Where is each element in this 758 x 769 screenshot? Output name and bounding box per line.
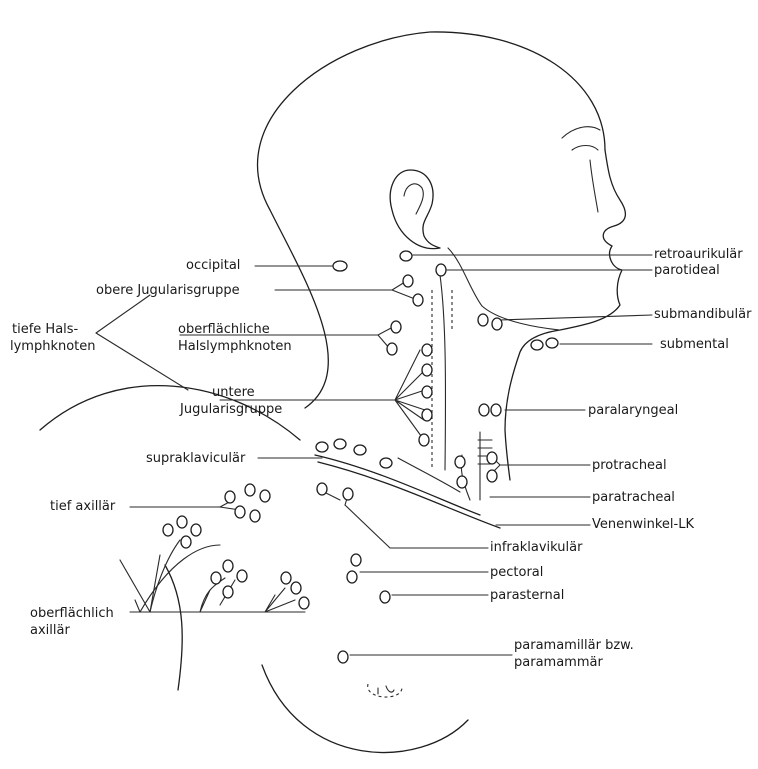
branch-lines	[120, 282, 500, 612]
node-ax-1	[163, 524, 173, 536]
node-submandibular-1	[478, 314, 488, 326]
node-occipital	[333, 261, 347, 271]
node-submental-2	[546, 338, 558, 348]
node-supra-4	[380, 458, 392, 468]
node-pectoral-2	[347, 571, 357, 583]
label-tiefe-hals-2: lymphknoten	[10, 339, 96, 354]
label-parotideal: parotideal	[654, 263, 720, 278]
face-profile	[505, 150, 625, 480]
node-ax-6	[223, 560, 233, 572]
node-untere-5	[419, 434, 429, 446]
node-ax-4	[181, 536, 191, 548]
node-tief-axillar-4	[235, 506, 245, 518]
node-untere-3	[422, 386, 432, 398]
node-parotideal	[436, 264, 446, 276]
label-oberflaechliche-2: Halslymphknoten	[178, 339, 292, 354]
label-paralaryngeal: paralaryngeal	[588, 403, 678, 418]
label-tiefe-hals-1: tiefe Hals-	[12, 322, 78, 337]
label-oberflaechlich-axillaer-1: oberflächlich	[30, 606, 114, 621]
node-protracheal-2	[487, 470, 497, 482]
eye-brow	[562, 127, 600, 138]
node-ax-10	[291, 582, 301, 594]
label-pectoral: pectoral	[490, 565, 543, 580]
arm-contour	[165, 565, 182, 690]
node-ax-3	[191, 524, 201, 536]
label-submental: submental	[660, 337, 729, 352]
node-untere-4	[422, 409, 432, 421]
label-submandibulaer: submandibulär	[654, 307, 751, 322]
label-retroaurikulaer: retroaurikulär	[654, 247, 743, 262]
node-ax-8	[223, 586, 233, 598]
label-untere-1: untere	[212, 385, 255, 400]
label-protracheal: protracheal	[592, 458, 667, 473]
node-paratracheal-1	[455, 456, 465, 468]
node-untere-2	[422, 364, 432, 376]
node-submandibular-2	[492, 318, 502, 330]
label-tief-axillaer: tief axillär	[50, 499, 115, 514]
label-parasternal: parasternal	[490, 588, 564, 603]
node-oberfl-2	[387, 343, 397, 355]
label-paramamillaer-2: paramammär	[514, 655, 603, 670]
label-oberflaechliche-1: oberflächliche	[178, 322, 270, 337]
node-supra-1	[316, 442, 328, 452]
node-pectoral-1	[351, 554, 361, 566]
ear-inner	[404, 184, 423, 214]
node-tief-axillar-5	[250, 510, 260, 522]
node-tief-axillar-1	[225, 491, 235, 503]
label-occipital: occipital	[186, 258, 240, 273]
node-ax-5	[211, 572, 221, 584]
node-ax-9	[281, 572, 291, 584]
label-venenwinkel: Venenwinkel-LK	[592, 517, 694, 532]
node-paramamillar	[338, 651, 348, 663]
nose-line	[590, 160, 598, 212]
nipple-inner	[378, 686, 394, 694]
node-obere-2	[413, 294, 423, 306]
node-tief-axillar-2	[245, 484, 255, 496]
tiefe-hals-bracket	[96, 295, 188, 390]
jaw-line	[448, 248, 560, 330]
node-submental-1	[531, 340, 543, 350]
node-protracheal-1	[487, 452, 497, 464]
node-supra-2	[334, 439, 346, 449]
label-supraklavikulaer: supraklaviculär	[146, 451, 245, 466]
node-untere-1	[422, 344, 432, 356]
chest-curve	[262, 665, 468, 752]
trachea	[478, 432, 492, 500]
ear-outline	[390, 170, 440, 249]
label-paratracheal: paratracheal	[592, 490, 675, 505]
node-paratracheal-2	[457, 476, 467, 488]
label-infraklavikulaer: infraklavikulär	[490, 540, 582, 555]
node-obere-1	[403, 275, 413, 287]
node-ax-2	[177, 516, 187, 528]
node-ax-7	[237, 570, 247, 582]
node-parasternal	[380, 591, 390, 603]
label-obere-jugularisgruppe: obere Jugularisgruppe	[96, 283, 240, 298]
label-untere-2: Jugularisgruppe	[180, 402, 282, 417]
node-supra-3	[354, 445, 366, 455]
node-paralaryngeal-1	[479, 404, 489, 416]
node-ax-11	[299, 597, 309, 609]
node-tief-axillar-3	[260, 490, 270, 502]
node-infra-2	[343, 488, 353, 500]
node-oberfl-1	[391, 321, 401, 333]
eye	[572, 146, 598, 151]
neck-back	[440, 275, 445, 470]
node-paralaryngeal-2	[491, 404, 501, 416]
nipple-marker	[368, 684, 402, 697]
label-oberflaechlich-axillaer-2: axillär	[30, 623, 70, 638]
node-infra-1	[317, 483, 327, 495]
label-paramamillaer-1: paramamillär bzw.	[514, 638, 634, 653]
node-retroaurikular	[400, 251, 412, 261]
